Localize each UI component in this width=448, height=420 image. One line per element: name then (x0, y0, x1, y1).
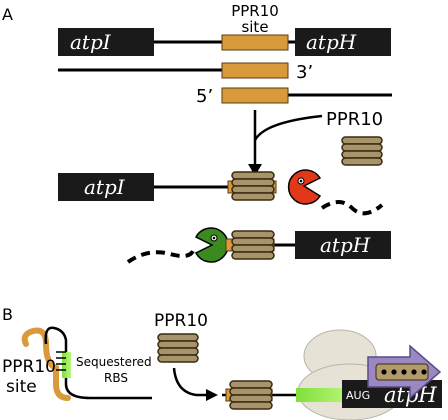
gene-label-atpI: atpI (70, 30, 112, 54)
transition-arrow (172, 367, 218, 401)
ppr10-bound-atpH (231, 230, 275, 260)
processing-arrow (248, 110, 323, 176)
panel-b-site-label-line2: site (6, 377, 37, 397)
gene-box-atpI (58, 28, 154, 56)
label-3prime: 3’ (296, 62, 313, 83)
panel-b-ppr10-label: PPR10 (154, 311, 208, 331)
exposed-rbs (296, 388, 348, 402)
ppr-site-box (221, 34, 289, 51)
start-codon-label: AUG (346, 389, 370, 402)
panel-b-letter: B (2, 305, 13, 324)
ppr-site-label-line1: PPR10 (231, 2, 279, 20)
panel-b-ppr10-protein-free (157, 333, 199, 363)
gene-label-atpH: atpH (306, 30, 357, 54)
nascent-peptide-arrow (367, 344, 442, 400)
sequestered-label-line2: RBS (104, 371, 128, 385)
panel-a-letter: A (2, 5, 13, 24)
strand-3prime-row: 3’ (58, 62, 313, 83)
gene-label-atpI-product: atpI (84, 175, 126, 199)
gene-label-atpH-product: atpH (320, 233, 371, 257)
exonuclease-green (194, 227, 229, 263)
ppr10-protein-label: PPR10 (326, 109, 383, 130)
sequestered-rbs-mark (62, 352, 71, 378)
label-5prime: 5’ (196, 86, 213, 107)
gene-box-atpH (295, 28, 391, 56)
ppr10-protein-free (341, 136, 383, 166)
product-row-atpH: atpH (126, 227, 391, 264)
product-row-atpI: atpI (58, 169, 384, 216)
ppr-site-label-line2: site (241, 18, 268, 36)
hairpin-structure (21, 326, 152, 401)
ppr10-bound-atpI (231, 171, 275, 201)
sequestered-label-line1: Sequestered (76, 355, 152, 369)
ppr-site-box-lower (221, 87, 289, 104)
panel-b-site-label-line1: PPR10 (2, 357, 56, 377)
gene-box-atpH-product (295, 231, 391, 259)
strand-5prime-row: 5’ (196, 86, 392, 107)
exonuclease-red (287, 169, 322, 205)
ppr-site-box-upper (221, 62, 289, 79)
panel-b-ppr10-bound (229, 380, 273, 410)
gene-box-atpI-product (58, 173, 154, 201)
transcript-row-top: atpI PPR10 site atpH (58, 2, 391, 56)
